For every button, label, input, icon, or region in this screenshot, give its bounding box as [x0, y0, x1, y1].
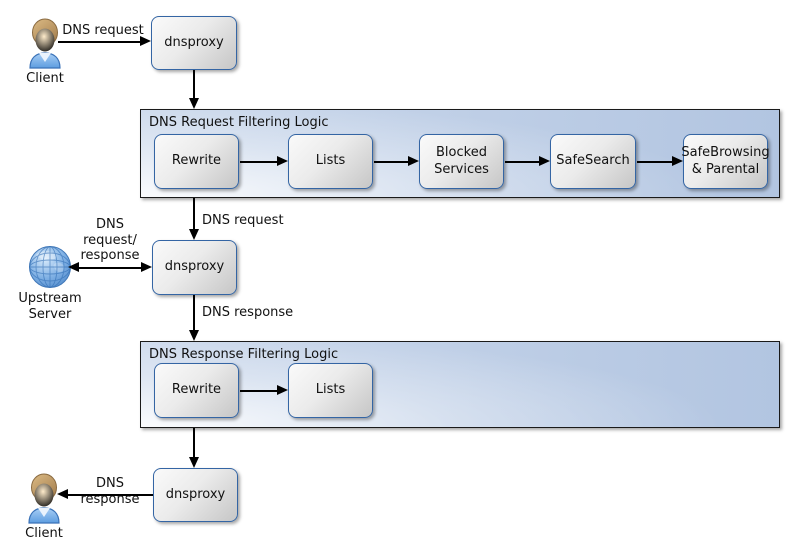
client-bottom-label: Client — [25, 526, 63, 541]
edge-request-filter-to-proxy-arrowhead — [189, 229, 199, 240]
edge-client-request-arrowhead — [140, 36, 151, 46]
edge-proxy-to-response-filter-label: DNS response — [202, 305, 294, 320]
container-response-filtering-title: DNS Response Filtering Logic — [149, 347, 339, 362]
edge-proxy-to-request-filter-arrowhead — [189, 98, 199, 109]
edge-upstream-line — [77, 267, 144, 269]
node-response-lists: Lists — [288, 363, 373, 418]
container-request-filtering: DNS Request Filtering Logic Rewrite List… — [140, 109, 780, 198]
container-response-filtering: DNS Response Filtering Logic Rewrite Lis… — [140, 341, 780, 428]
node-request-lists: Lists — [288, 134, 373, 189]
node-dnsproxy-top: dnsproxy — [151, 16, 237, 70]
edge-client-request-label: DNS request — [62, 23, 144, 38]
edge-upstream-label: DNS request/ response — [80, 217, 140, 264]
container-request-filtering-title: DNS Request Filtering Logic — [149, 115, 329, 130]
edge-blocked-to-safesearch-arrowhead — [539, 156, 550, 166]
upstream-server — [28, 245, 72, 293]
client-icon — [28, 473, 60, 524]
edge-response-rewrite-to-lists-arrowhead — [277, 385, 288, 395]
edge-request-filter-to-proxy-line — [193, 198, 195, 230]
edge-proxy-to-client-line — [67, 494, 153, 496]
edge-blocked-to-safesearch-line — [505, 161, 539, 163]
client-bottom — [24, 470, 64, 528]
edge-response-filter-to-proxy-line — [193, 428, 195, 458]
node-response-rewrite: Rewrite — [154, 363, 239, 418]
node-request-safesearch: SafeSearch — [550, 134, 636, 189]
node-request-rewrite: Rewrite — [154, 134, 239, 189]
edge-proxy-to-request-filter-line — [193, 70, 195, 99]
edge-rewrite-to-lists-line — [240, 161, 277, 163]
edge-proxy-to-client-arrowhead — [57, 489, 68, 499]
edge-lists-to-blocked-line — [374, 161, 408, 163]
edge-proxy-to-client-label: DNS response — [80, 476, 140, 507]
upstream-server-label: Upstream Server — [18, 291, 82, 322]
edge-response-rewrite-to-lists-line — [240, 390, 277, 392]
edge-response-filter-to-proxy-arrowhead — [189, 457, 199, 468]
edge-safesearch-to-safebrowsing-arrowhead — [672, 156, 683, 166]
client-icon — [29, 18, 61, 69]
node-request-blocked-services: Blocked Services — [419, 134, 504, 189]
node-dnsproxy-mid: dnsproxy — [152, 240, 237, 295]
edge-proxy-to-response-filter-arrowhead — [189, 330, 199, 341]
edge-rewrite-to-lists-arrowhead — [277, 156, 288, 166]
edge-request-filter-to-proxy-label: DNS request — [202, 213, 284, 228]
client-top-label: Client — [26, 71, 64, 86]
edge-upstream-arrowhead-right — [141, 262, 152, 272]
edge-lists-to-blocked-arrowhead — [408, 156, 419, 166]
globe-icon — [29, 246, 71, 288]
edge-safesearch-to-safebrowsing-line — [637, 161, 672, 163]
node-request-safebrowsing: SafeBrowsing & Parental — [681, 134, 770, 189]
edge-upstream-arrowhead-left — [68, 262, 79, 272]
edge-proxy-to-response-filter-line — [193, 295, 195, 331]
client-top — [25, 15, 65, 73]
edge-client-request-line — [58, 41, 141, 43]
node-dnsproxy-bottom: dnsproxy — [153, 468, 238, 522]
